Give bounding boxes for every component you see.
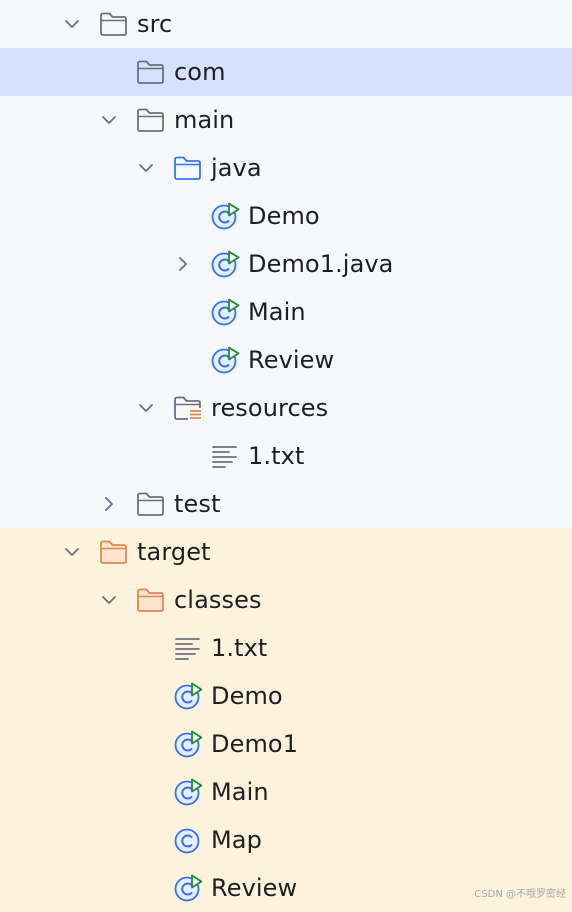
source-folder-icon <box>173 154 203 182</box>
tree-node-label: Demo <box>211 682 283 710</box>
tree-node-target[interactable]: target <box>0 528 572 576</box>
tree-node-review[interactable]: Review <box>0 336 572 384</box>
tree-node-main[interactable]: Main <box>0 288 572 336</box>
tree-node-1-txt[interactable]: 1.txt <box>0 624 572 672</box>
tree-node-demo[interactable]: Demo <box>0 192 572 240</box>
tree-node-label: com <box>174 58 226 86</box>
folder-icon <box>136 490 166 518</box>
tree-node-demo1[interactable]: Demo1 <box>0 720 572 768</box>
tree-node-1-txt[interactable]: 1.txt <box>0 432 572 480</box>
tree-node-label: 1.txt <box>211 634 268 662</box>
excluded-folder-icon <box>136 586 166 614</box>
chevron-down-icon[interactable] <box>99 590 119 610</box>
folder-icon <box>99 10 129 38</box>
tree-node-label: target <box>137 538 211 566</box>
chevron-right-icon[interactable] <box>173 254 193 274</box>
text-file-icon <box>173 634 203 662</box>
tree-node-test[interactable]: test <box>0 480 572 528</box>
java-runnable-class-icon <box>173 874 203 902</box>
tree-node-label: test <box>174 490 221 518</box>
tree-node-resources[interactable]: resources <box>0 384 572 432</box>
tree-node-label: Main <box>211 778 269 806</box>
tree-node-demo[interactable]: Demo <box>0 672 572 720</box>
tree-node-label: Demo1 <box>211 730 299 758</box>
tree-node-label: Demo1.java <box>248 250 394 278</box>
tree-node-label: main <box>174 106 235 134</box>
tree-node-java[interactable]: java <box>0 144 572 192</box>
java-runnable-class-icon <box>210 298 240 326</box>
tree-node-com[interactable]: com <box>0 48 572 96</box>
watermark: CSDN @不哦罗密经 <box>474 889 566 900</box>
tree-node-main[interactable]: Main <box>0 768 572 816</box>
tree-node-src[interactable]: src <box>0 0 572 48</box>
folder-icon <box>136 58 166 86</box>
chevron-down-icon[interactable] <box>99 110 119 130</box>
tree-node-label: java <box>211 154 262 182</box>
java-runnable-class-icon <box>210 202 240 230</box>
tree-node-main[interactable]: main <box>0 96 572 144</box>
resources-folder-icon <box>173 394 203 422</box>
tree-node-map[interactable]: Map <box>0 816 572 864</box>
java-runnable-class-icon <box>173 778 203 806</box>
tree-node-label: Main <box>248 298 306 326</box>
tree-node-classes[interactable]: classes <box>0 576 572 624</box>
tree-node-demo1-java[interactable]: Demo1.java <box>0 240 572 288</box>
java-runnable-class-icon <box>173 682 203 710</box>
tree-node-label: resources <box>211 394 329 422</box>
chevron-right-icon[interactable] <box>99 494 119 514</box>
text-file-icon <box>210 442 240 470</box>
java-runnable-class-icon <box>173 730 203 758</box>
tree-node-label: Review <box>211 874 298 902</box>
chevron-down-icon[interactable] <box>136 398 156 418</box>
tree-node-label: classes <box>174 586 262 614</box>
chevron-down-icon[interactable] <box>136 158 156 178</box>
folder-icon <box>136 106 166 134</box>
chevron-down-icon[interactable] <box>62 14 82 34</box>
java-runnable-class-icon <box>210 346 240 374</box>
tree-node-label: Demo <box>248 202 320 230</box>
java-runnable-class-icon <box>210 250 240 278</box>
tree-node-label: Review <box>248 346 335 374</box>
excluded-folder-icon <box>99 538 129 566</box>
tree-node-label: 1.txt <box>248 442 305 470</box>
java-class-icon <box>173 826 203 854</box>
chevron-down-icon[interactable] <box>62 542 82 562</box>
tree-node-label: src <box>137 10 173 38</box>
tree-node-label: Map <box>211 826 262 854</box>
